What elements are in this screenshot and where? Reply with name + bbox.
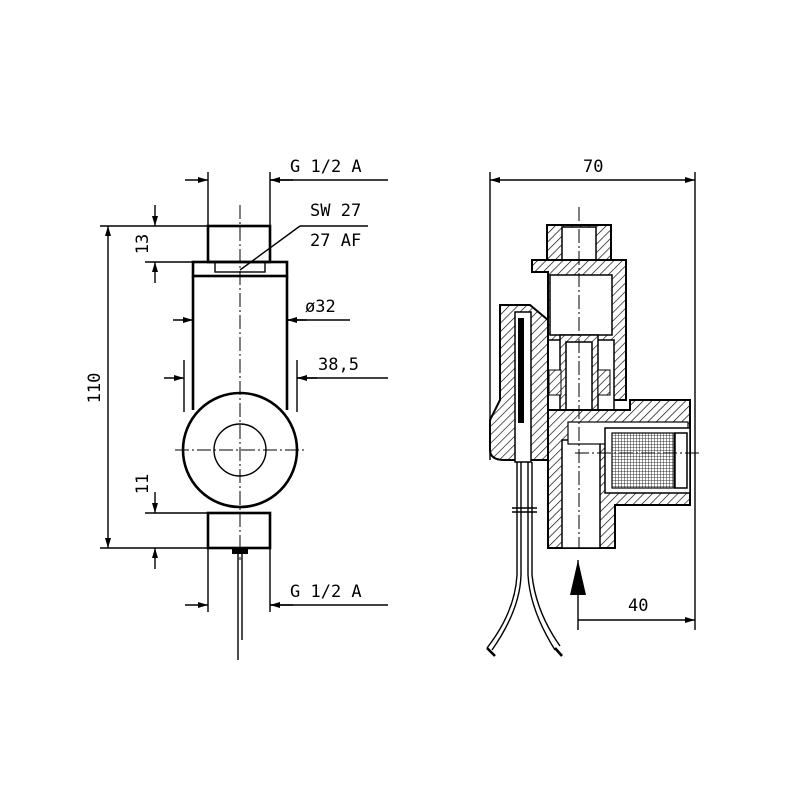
bore-circle xyxy=(213,423,267,477)
extension-lines-13 xyxy=(100,225,208,263)
dim-13-label: 13 xyxy=(133,234,153,254)
bottom-fitting xyxy=(206,511,272,550)
dim-70-label: 70 xyxy=(583,157,603,177)
cable-wires xyxy=(486,462,561,651)
housing-circle xyxy=(181,391,299,509)
dim-110-label: 110 xyxy=(85,373,105,404)
wrench-size-de: SW 27 xyxy=(310,201,361,221)
wrench-size-en: 27 AF xyxy=(310,231,361,251)
dim-11-label: 11 xyxy=(133,474,153,494)
hex-recess xyxy=(214,261,266,273)
thread-bottom-label: G 1/2 A xyxy=(290,582,362,602)
dim-40-label: 40 xyxy=(628,596,648,616)
dim-38-5-label: 38,5 xyxy=(318,355,359,375)
section-view: 70 40 xyxy=(486,157,700,657)
cable xyxy=(237,554,243,660)
thread-top-label: G 1/2 A xyxy=(290,157,362,177)
leader-line xyxy=(239,225,301,271)
dim-diameter-label: ø32 xyxy=(305,297,336,317)
top-fitting xyxy=(206,224,272,264)
cable-gland xyxy=(232,548,248,554)
front-view: G 1/2 A SW 27 27 AF 13 110 ø32 38,5 11 G… xyxy=(85,157,388,660)
body xyxy=(191,276,289,410)
strainer-mesh xyxy=(611,432,675,489)
extension-lines xyxy=(207,172,271,226)
